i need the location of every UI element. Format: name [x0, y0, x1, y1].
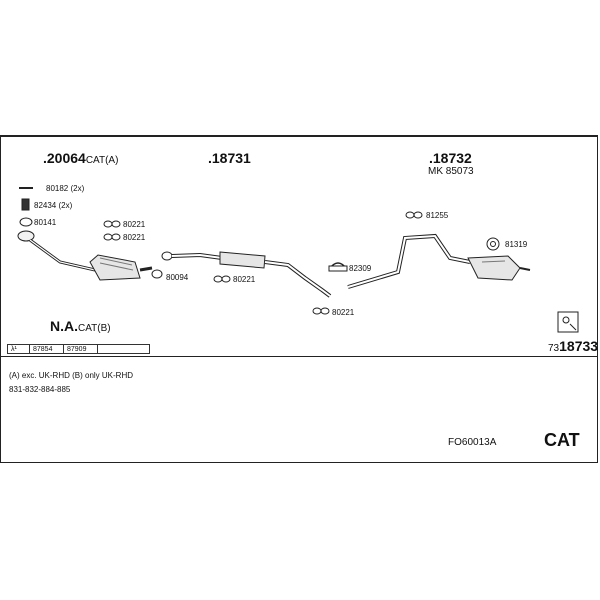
note-variants: (A) exc. UK-RHD (B) only UK-RHD	[9, 371, 134, 380]
label-80221-c: 80221	[233, 275, 256, 284]
part-18732-sub: MK 85073	[428, 166, 474, 177]
note-codes: 831-832-884-885	[9, 385, 71, 394]
lambda-cell-1: 87854	[30, 345, 64, 353]
catalytic-converter	[89, 254, 153, 281]
label-81255: 81255	[426, 211, 449, 220]
gasket-80094	[151, 269, 163, 279]
part-number: N.A.	[50, 318, 78, 334]
diagram-code: FO60013A	[448, 437, 497, 448]
label-80221-b: 80221	[123, 233, 146, 242]
part-18732: .18732	[429, 150, 472, 166]
part-na: N.A.CAT(B)	[50, 318, 111, 334]
front-pipe	[17, 230, 96, 272]
part-number: .20064	[43, 150, 86, 166]
label-80094: 80094	[166, 273, 189, 282]
part-prefix: 73	[548, 343, 560, 354]
label-82309: 82309	[349, 264, 372, 273]
label-80141: 80141	[34, 218, 57, 227]
spring-82434	[21, 198, 30, 211]
label-81319: 81319	[505, 240, 528, 249]
rubber-mount-81319	[486, 237, 500, 251]
part-suffix: CAT(A)	[85, 155, 119, 166]
part-18733: 7318733	[548, 338, 598, 354]
label-82434: 82434 (2x)	[34, 201, 73, 210]
tool-icon	[557, 311, 579, 333]
label-80221-a: 80221	[123, 220, 146, 229]
divider-line	[0, 356, 598, 357]
lambda-cell-2: 87909	[64, 345, 98, 353]
rear-pipe	[347, 233, 531, 289]
part-18731: .18731	[208, 150, 251, 166]
part-suffix: CAT(B)	[78, 323, 111, 334]
lambda-sensor-row: λ¹ 87854 87909	[7, 344, 150, 354]
clamp-82309	[328, 262, 348, 272]
hanger-80221-a	[103, 220, 121, 241]
lambda-symbol: λ¹	[8, 345, 30, 353]
hanger-80221-c	[213, 275, 231, 283]
gasket-80141	[19, 217, 33, 227]
part-20064: .20064CAT(A)	[43, 150, 118, 166]
label-80221-d: 80221	[332, 308, 355, 317]
intermediate-pipe	[161, 251, 332, 298]
diagram-frame	[0, 135, 598, 463]
part-number: 18733	[559, 338, 599, 354]
hanger-80221-d	[312, 307, 330, 315]
hanger-81255	[405, 211, 423, 219]
label-80182: 80182 (2x)	[46, 184, 85, 193]
diagram-type: CAT	[544, 430, 580, 450]
lambda-cell-empty	[98, 345, 149, 353]
